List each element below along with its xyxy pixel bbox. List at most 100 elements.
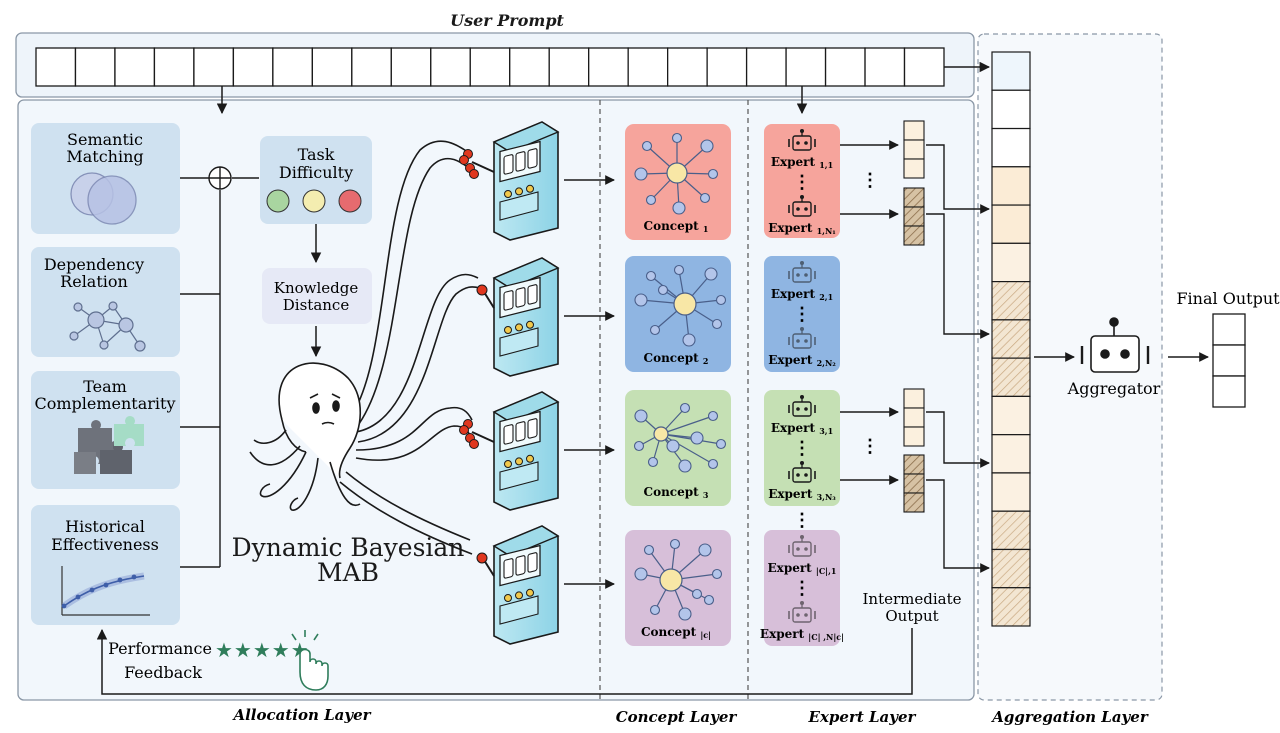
prompt-token-row	[35, 47, 945, 87]
prompt-token	[193, 47, 235, 87]
factor-title: Matching	[66, 147, 143, 166]
factor-historical-effectiveness: Historical Effectiveness	[31, 505, 180, 625]
ellipsis-icon: ⋮	[861, 170, 879, 191]
aggregation-cell	[991, 434, 1031, 474]
aggregation-cell	[991, 510, 1031, 551]
expert-label: Expert 2,N₂	[768, 353, 836, 368]
expert-robot-icon	[788, 327, 816, 349]
prompt-token	[548, 47, 590, 87]
intermediate-output-cell	[903, 158, 925, 179]
prompt-token	[351, 47, 392, 87]
expert-layer-label: Expert Layer	[808, 708, 917, 726]
prompt-token	[35, 47, 77, 87]
task-difficulty-box: Task Difficulty	[260, 136, 372, 224]
ellipsis-icon: ⋮	[793, 172, 811, 193]
prompt-token	[430, 47, 471, 87]
allocation-layer-label: Allocation Layer	[231, 706, 371, 724]
prompt-token	[311, 47, 353, 87]
factor-team-complementarity: Team Complementarity	[31, 371, 180, 489]
intermediate-output-cell	[903, 492, 925, 513]
final-output-cells	[1212, 313, 1246, 408]
factor-semantic-matching: Semantic Matching	[31, 123, 180, 234]
main-panel	[17, 99, 975, 701]
aggregation-cell	[991, 89, 1031, 130]
factor-title: Team	[83, 377, 127, 396]
concept-label: Concept 3	[644, 485, 709, 500]
prompt-token	[745, 47, 787, 87]
factor-title: Complementarity	[34, 394, 175, 413]
expert-robot-icon	[788, 195, 816, 217]
expert-label: Expert 1,N₁	[768, 221, 836, 236]
graph-icon	[69, 301, 146, 352]
concept-graph-icon	[633, 402, 727, 473]
ellipsis-icon: ⋮	[793, 510, 811, 531]
prompt-token	[509, 47, 550, 87]
concept-layer-label: Concept Layer	[616, 708, 738, 726]
slot-machine-icon	[476, 525, 560, 645]
intermediate-output-label: Output	[885, 607, 938, 625]
prompt-token	[785, 47, 827, 87]
intermediate-output-cell	[903, 120, 925, 141]
expert-label: Expert 3,N₃	[768, 487, 836, 502]
prompt-token	[667, 47, 708, 87]
difficulty-level-medium	[302, 189, 326, 213]
knowledge-distance-box: Knowledge Distance	[262, 268, 372, 324]
expert-card-4: Expert |C|,1⋮Expert |C| ,N|c|	[760, 530, 844, 646]
intermediate-output-cell	[903, 187, 925, 208]
factor-title: Relation	[60, 272, 128, 291]
intermediate-output-cell	[903, 206, 925, 227]
pointer-hand-icon	[291, 630, 329, 691]
factor-title: Effectiveness	[51, 535, 159, 554]
ellipsis-icon: ⋮	[861, 436, 879, 457]
intermediate-output-cell	[903, 139, 925, 160]
concept-graph-icon	[634, 264, 727, 347]
difficulty-level-easy	[266, 189, 290, 213]
feedback-loop-arrow	[96, 628, 913, 695]
ellipsis-icon: ⋮	[793, 438, 811, 459]
prompt-token	[114, 47, 156, 87]
expert-label: Expert 2,1	[771, 287, 833, 302]
aggregation-cell	[991, 242, 1031, 283]
aggregation-cell	[991, 357, 1031, 397]
expert-label: Expert 3,1	[771, 421, 833, 436]
feedback-label: Feedback	[124, 663, 202, 682]
concept-label: Concept 2	[644, 351, 709, 366]
prompt-token	[627, 47, 669, 87]
final-output-cell	[1212, 313, 1246, 346]
factor-title: Semantic	[67, 130, 143, 149]
task-difficulty-title: Difficulty	[279, 163, 353, 182]
ellipsis-icon: ⋮	[793, 578, 811, 599]
expert-label: Expert |C|,1	[768, 561, 837, 576]
concept-graph-icon	[634, 538, 723, 621]
prompt-token	[824, 47, 866, 87]
aggregation-cell	[991, 548, 1031, 589]
aggregation-cell	[991, 281, 1031, 321]
intermediate-output-cell	[903, 454, 925, 475]
prompt-label: User Prompt	[450, 11, 564, 30]
aggregation-layer-label: Aggregation Layer	[990, 708, 1149, 726]
concept-label: Concept 1	[644, 219, 709, 234]
venn-icon	[70, 172, 137, 225]
expert-robot-icon	[788, 535, 816, 557]
concept-card-4: Concept |c|	[625, 530, 731, 646]
prompt-token	[469, 47, 511, 87]
aggregation-cell	[991, 395, 1031, 436]
mab-title: Dynamic Bayesian	[232, 533, 465, 562]
prompt-token	[272, 47, 313, 87]
prompt-token	[864, 47, 906, 87]
prompt-token	[706, 47, 748, 87]
expert-robot-icon	[788, 395, 816, 417]
prompt-token	[588, 47, 629, 87]
expert-card-3: Expert 3,1 ⋮ Expert 3,N₃	[764, 390, 840, 506]
intermediate-output-cell	[903, 388, 925, 409]
aggregation-cell	[991, 472, 1031, 512]
prompt-token	[74, 47, 116, 87]
intermediate-output-cell	[903, 225, 925, 246]
aggregation-cell	[991, 166, 1031, 206]
task-difficulty-title: Task	[298, 145, 335, 164]
aggregation-cell	[991, 587, 1031, 627]
aggregator-robot-icon	[1080, 317, 1150, 373]
final-output-cell	[1212, 375, 1246, 408]
concept-graph-icon	[634, 132, 719, 215]
